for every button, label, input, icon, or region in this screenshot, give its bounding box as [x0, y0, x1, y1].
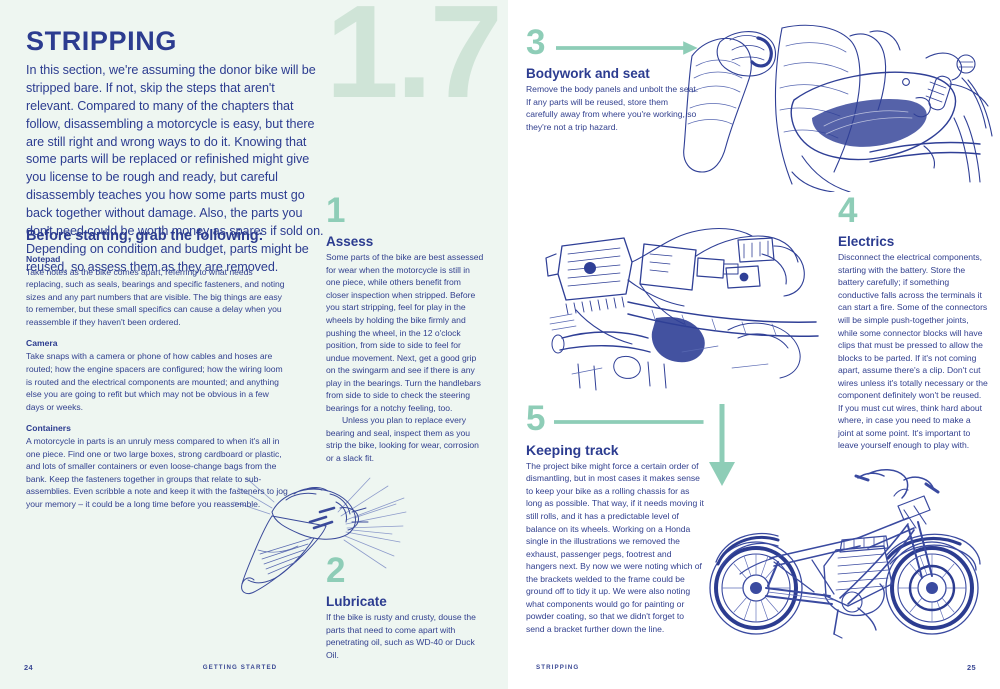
step-paragraph: Disconnect the electrical components, st… — [838, 252, 988, 451]
step-paragraph: If the bike is rusty and crusty, douse t… — [326, 612, 476, 660]
step-keeping-track: 5 Keeping track The project bike might f… — [526, 399, 704, 636]
step-bodywork-and-seat: 3 Bodywork and seat Remove the body pane… — [526, 23, 701, 133]
right-page: 3 Bodywork and seat Remove the body pane… — [508, 0, 1000, 689]
step-title: Assess — [326, 233, 374, 249]
intro-paragraph: In this section, we're assuming the dono… — [26, 63, 324, 274]
checklist-item-text: A motorcycle in parts is an unruly mess … — [26, 436, 288, 509]
arrow-down-icon — [704, 404, 740, 488]
left-page-footer: 24 GETTING STARTED — [0, 663, 508, 672]
spray-can-illustration — [228, 468, 408, 596]
step-paragraph: Unless you plan to replace every bearing… — [326, 415, 479, 464]
electrical-components-illustration — [532, 218, 832, 394]
checklist-item: Notepad Take notes as the bike comes apa… — [26, 253, 288, 329]
page-number: 25 — [966, 663, 976, 672]
step-paragraph: The project bike might force a certain o… — [526, 460, 704, 634]
chapter-number-watermark: 1.7 — [325, 0, 503, 125]
step-number: 3 — [526, 23, 545, 62]
chapter-label: GETTING STARTED — [202, 664, 278, 671]
fuel-tank-removal-illustration — [674, 22, 1000, 192]
page-title-text: STRIPPING — [26, 26, 177, 56]
step-number: 5 — [526, 399, 545, 438]
step-title: Bodywork and seat — [526, 65, 650, 81]
checklist-item: Camera Take snaps with a camera or phone… — [26, 337, 288, 413]
right-page-footer: STRIPPING 25 — [508, 663, 1000, 672]
step-electrics: 4 Electrics Disconnect the electrical co… — [838, 191, 988, 452]
step-title: Lubricate — [326, 593, 387, 609]
step-lubricate: 2 Lubricate If the bike is rusty and cru… — [326, 551, 486, 661]
checklist-heading: Before starting, grab the following: — [26, 228, 264, 244]
step-number: 2 — [326, 551, 345, 590]
arrow-right-icon — [556, 41, 699, 55]
step-title: Keeping track — [526, 441, 619, 458]
checklist-item-label: Camera — [26, 338, 58, 349]
stripped-motorcycle-illustration — [708, 466, 998, 654]
arrow-track-line-icon — [554, 420, 704, 424]
checklist-item: Containers A motorcycle in parts is an u… — [26, 422, 288, 510]
checklist-item-label: Containers — [26, 423, 71, 434]
checklist-item-label: Notepad — [26, 253, 61, 264]
page-title: STRIPPING — [26, 28, 326, 55]
step-paragraph: Some parts of the bike are best assessed… — [326, 252, 484, 413]
page-number: 24 — [24, 663, 34, 672]
step-number: 4 — [838, 191, 857, 230]
chapter-label: STRIPPING — [536, 664, 580, 671]
step-paragraph: Remove the body panels and unbolt the se… — [526, 84, 699, 132]
left-page: 1.7 STRIPPING In this section, we're ass… — [0, 0, 508, 689]
checklist-block: Before starting, grab the following: Not… — [26, 228, 288, 511]
checklist-item-text: Take snaps with a camera or phone of how… — [26, 351, 283, 412]
step-number: 1 — [326, 191, 345, 230]
step-assess: 1 Assess Some parts of the bike are best… — [326, 191, 486, 465]
step-title: Electrics — [838, 233, 895, 249]
checklist-item-text: Take notes as the bike comes apart, refe… — [26, 266, 285, 327]
